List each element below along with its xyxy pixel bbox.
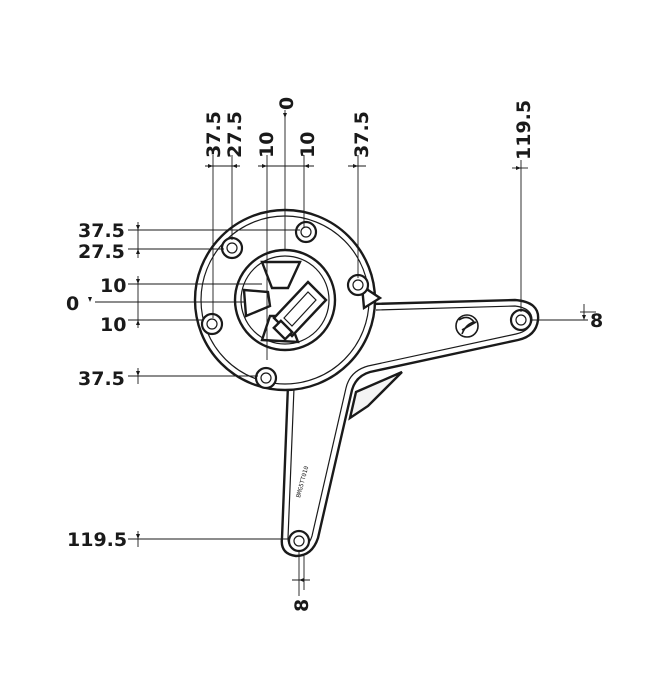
dim-left-37-5-bottom: 37.5: [78, 368, 125, 390]
dim-right-8: 8: [590, 310, 603, 332]
top-dimension-lines: [205, 110, 528, 360]
dim-left-10-top: 10: [100, 275, 126, 297]
right-offset-dimension-lines: [530, 304, 596, 321]
dim-top-37-5-left: 37.5: [203, 111, 225, 158]
dim-top-119-5: 119.5: [513, 100, 535, 160]
mounting-hole-arm-right: [509, 308, 533, 332]
dim-left-0: 0: [66, 293, 79, 315]
hub-rib-left: [242, 288, 272, 318]
dim-top-0: 0: [276, 97, 298, 110]
dim-top-37-5-right: 37.5: [351, 111, 373, 158]
mounting-hole-top-right: [294, 220, 318, 244]
hub-inner: [240, 255, 330, 345]
hub-clamp-slot: [283, 291, 317, 327]
dim-left-10-bottom: 10: [100, 314, 126, 336]
dim-left-37-5-top: 37.5: [78, 220, 125, 242]
mounting-hole-bottom: [254, 366, 278, 390]
mounting-hole-left: [200, 312, 224, 336]
bottom-offset-dimension-lines: [292, 550, 310, 596]
dim-top-27-5: 27.5: [224, 111, 246, 158]
mounting-bracket: BMG5TT010: [193, 208, 540, 558]
hub-clamp-tab: [272, 319, 294, 341]
brand-logo: [455, 314, 479, 338]
bracket-gusset: [348, 370, 403, 421]
dim-top-10-left: 10: [256, 132, 278, 158]
mounting-hole-arm-bottom: [287, 529, 311, 553]
dim-top-10-right: 10: [297, 132, 319, 158]
mounting-hole-top-left: [220, 236, 244, 260]
left-dimension-lines: [88, 222, 300, 547]
dim-bottom-8: 8: [291, 599, 313, 612]
hub-rib-top: [260, 260, 302, 290]
dim-left-119-5: 119.5: [67, 529, 127, 551]
dim-left-27-5: 27.5: [78, 241, 125, 263]
